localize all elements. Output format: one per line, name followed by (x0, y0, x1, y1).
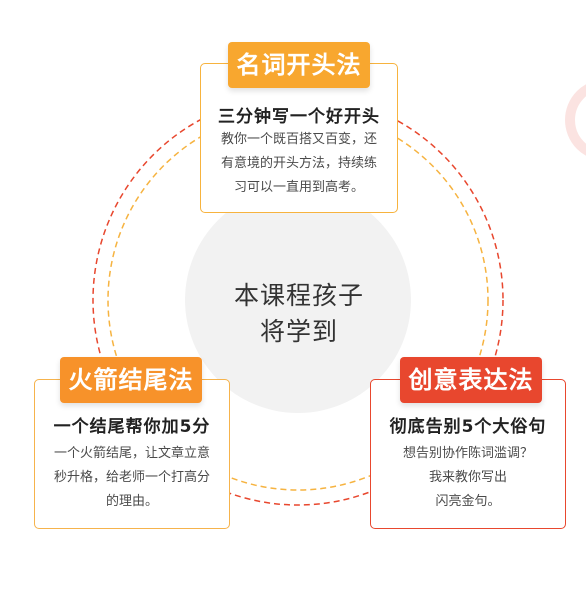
center-circle (185, 187, 411, 413)
center-title-line-1: 本课程孩子 (233, 281, 364, 310)
card-description-line: 想告别协作陈词滥调？ (402, 446, 533, 461)
card-description-line: 的理由。 (105, 494, 158, 509)
tag-opening-method: 名词开头法 (228, 42, 370, 88)
card-expression-method: 彻底告别5个大俗句 想告别协作陈词滥调？ 我来教你写出 闪亮金句。 (370, 379, 566, 529)
card-description-line: 一个火箭结尾，让文章立意 (53, 446, 210, 461)
card-description-line: 闪亮金句。 (435, 494, 501, 509)
card-subtitle: 一个结尾帮你加5分 (53, 417, 211, 437)
card-subtitle: 三分钟写一个好开头 (218, 107, 380, 127)
card-description-line: 习可以一直用到高考。 (233, 180, 364, 195)
tag-ending-method: 火箭结尾法 (60, 357, 202, 403)
card-opening-method: 三分钟写一个好开头 教你一个既百搭又百变，还 有意境的开头方法，持续练 习可以一… (200, 63, 398, 213)
center-title: 本课程孩子 将学到 (186, 278, 412, 350)
card-subtitle: 彻底告别5个大俗句 (389, 417, 547, 437)
card-description: 一个火箭结尾，让文章立意 秒升格，给老师一个打高分 的理由。 (49, 442, 215, 514)
card-description-line: 我来教你写出 (428, 470, 507, 485)
tag-expression-method: 创意表达法 (400, 357, 542, 403)
card-description: 想告别协作陈词滥调？ 我来教你写出 闪亮金句。 (385, 442, 551, 514)
card-description: 教你一个既百搭又百变，还 有意境的开头方法，持续练 习可以一直用到高考。 (215, 128, 383, 200)
center-title-line-2: 将学到 (259, 317, 338, 346)
card-description-line: 秒升格，给老师一个打高分 (53, 470, 210, 485)
decor-ring (565, 84, 586, 156)
card-description-line: 教你一个既百搭又百变，还 (220, 132, 377, 147)
card-ending-method: 一个结尾帮你加5分 一个火箭结尾，让文章立意 秒升格，给老师一个打高分 的理由。 (34, 379, 230, 529)
card-description-line: 有意境的开头方法，持续练 (220, 156, 377, 171)
